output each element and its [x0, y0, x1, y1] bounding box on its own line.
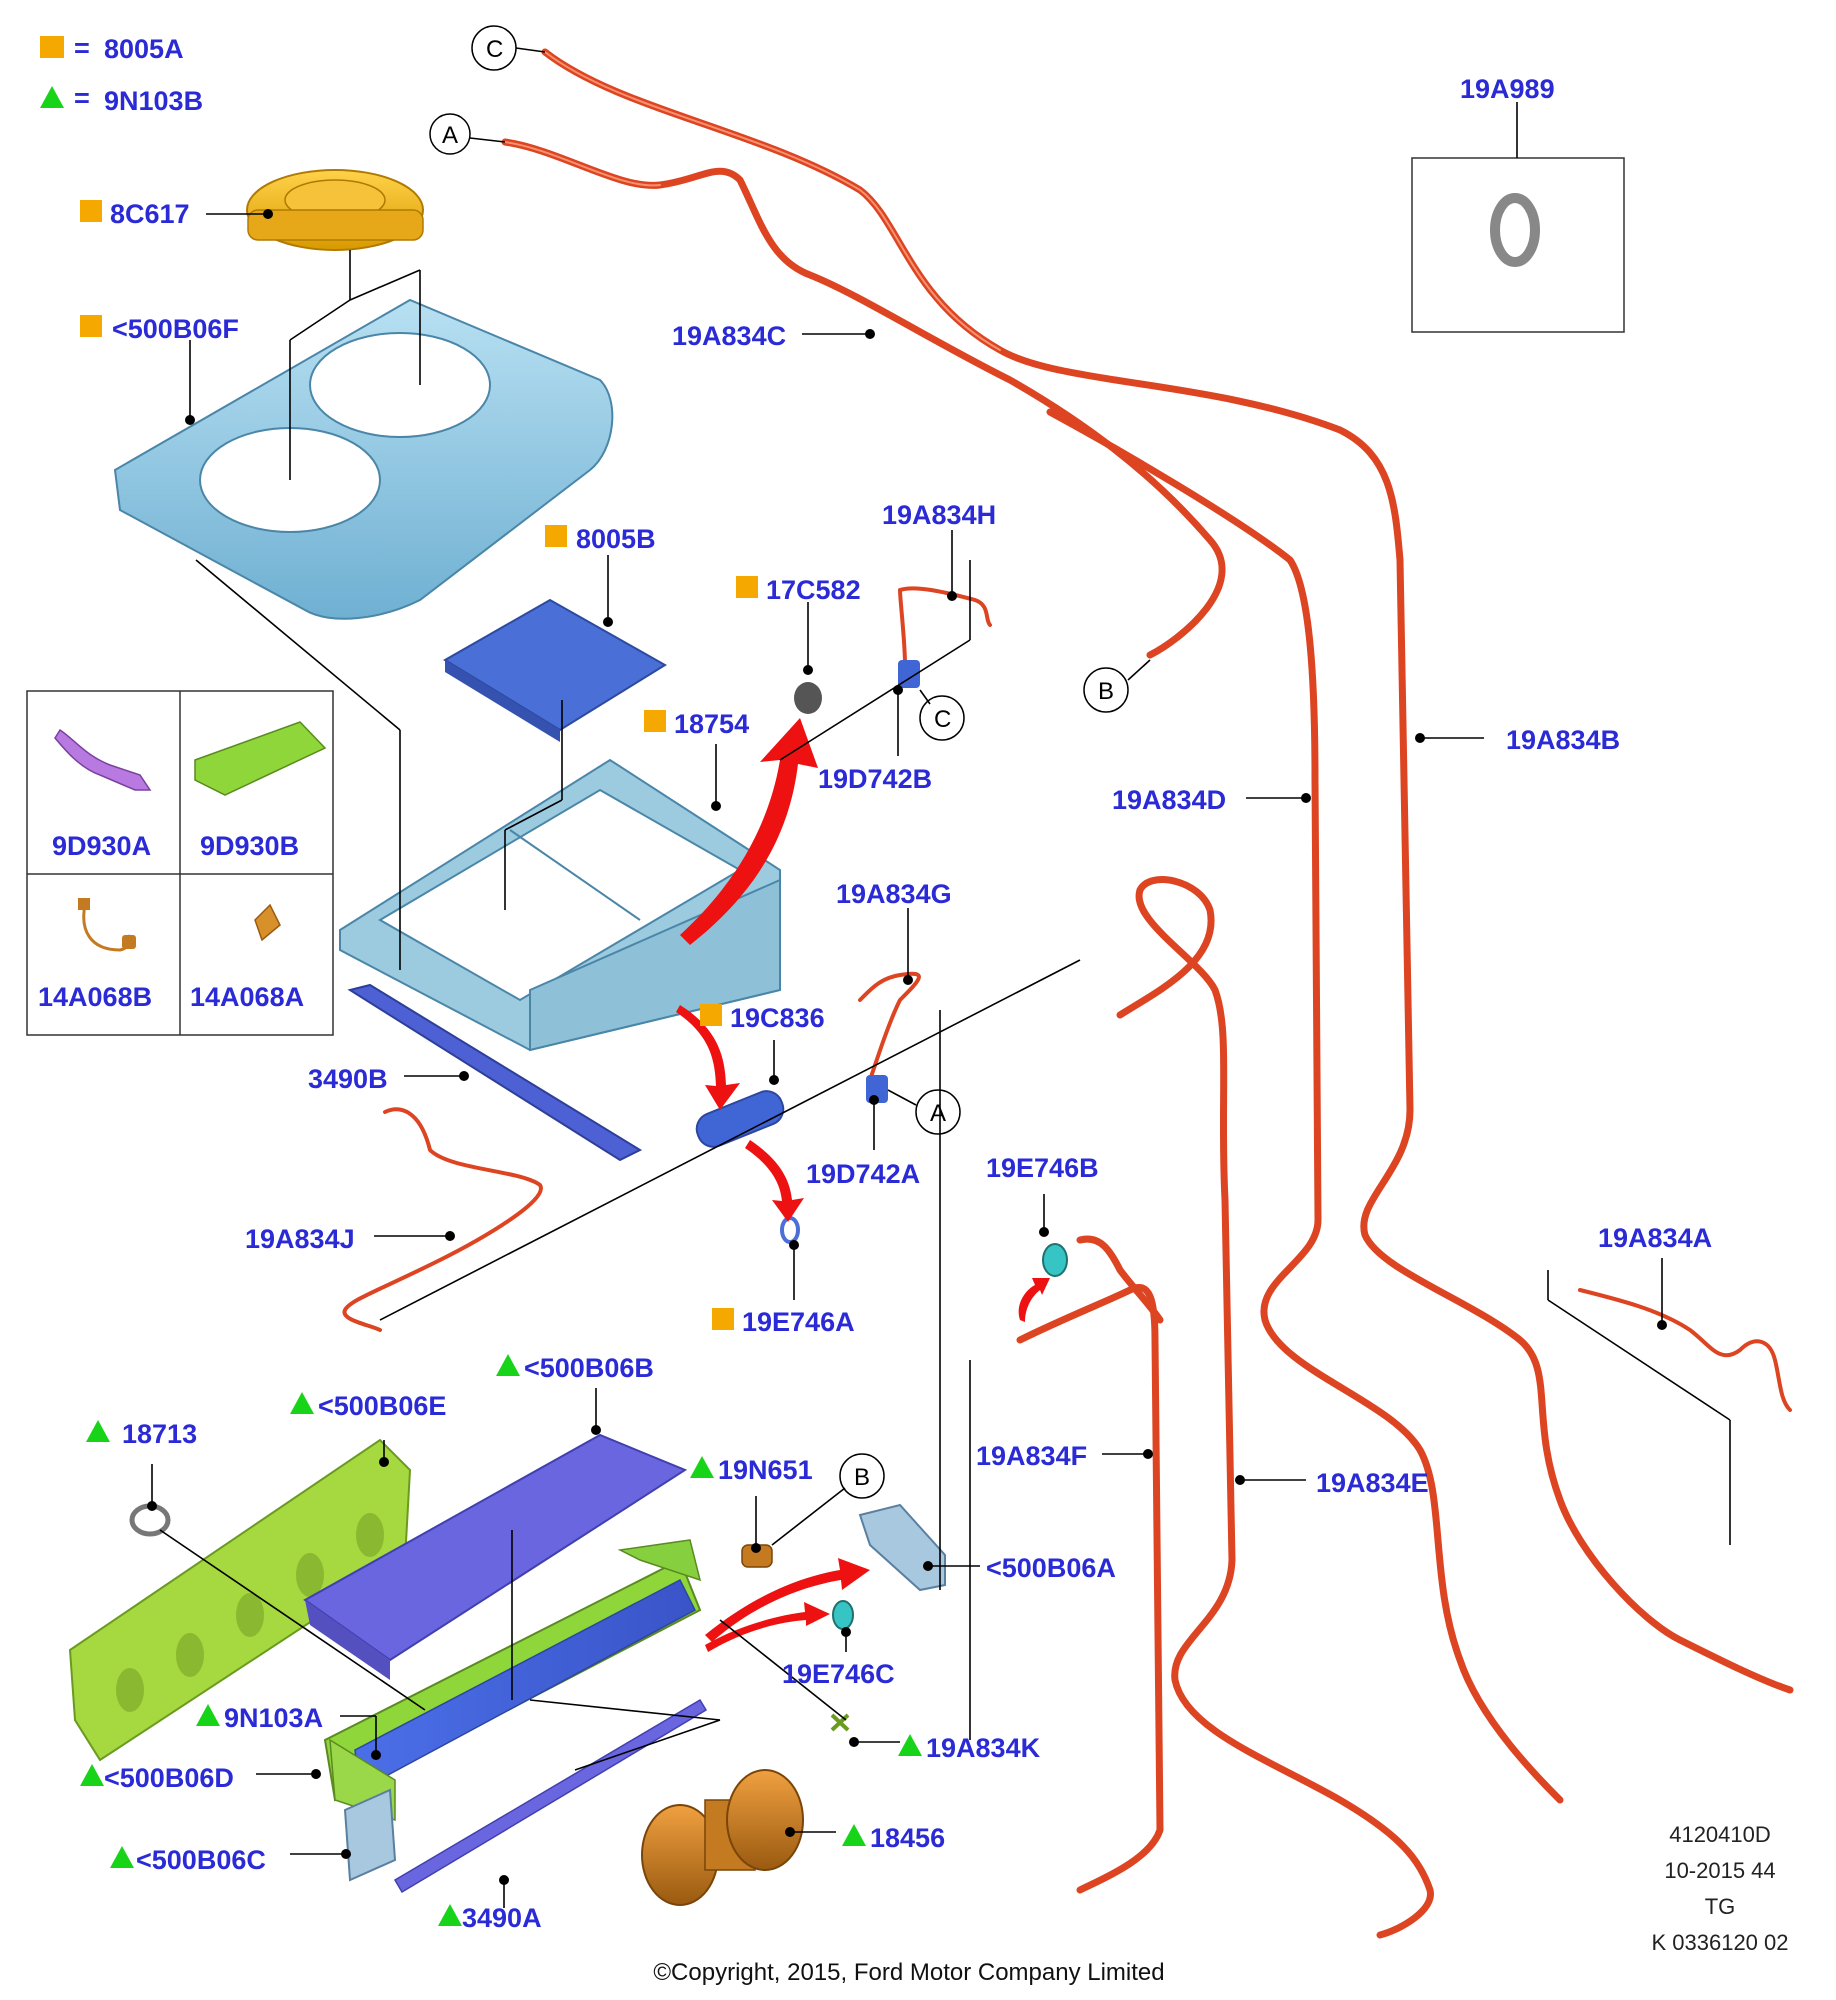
part-3490B-rail	[347, 983, 643, 1162]
label-9N103A: 9N103A	[224, 1703, 323, 1733]
green-triangle-marker	[40, 86, 64, 108]
drawing-reference: K 0336120 02	[1651, 1930, 1788, 1955]
hose-19A834G	[858, 971, 921, 1082]
hose-19A834C	[501, 138, 1226, 659]
part-labels: 8C617 <500B06F 8005B 17C582 19A834H 19A8…	[80, 74, 1712, 1933]
rail-3490A-icon	[393, 1698, 708, 1894]
inset-label-9D930B: 9D930B	[200, 831, 299, 861]
connector-9D930B-icon	[194, 721, 327, 796]
callout-a-mid: A	[930, 1100, 946, 1127]
callout-c-mid: C	[934, 706, 951, 733]
legend-orange-code: 8005A	[104, 34, 184, 64]
part-8005B-filter	[443, 598, 667, 742]
bracket-500B06A-icon	[858, 1503, 946, 1592]
label-8005B: 8005B	[576, 524, 656, 554]
grommet-17C582-icon	[794, 682, 822, 714]
label-19D742B: 19D742B	[818, 764, 932, 794]
label-500B06E: <500B06E	[318, 1391, 446, 1421]
leader-lines	[147, 209, 1731, 1908]
clip-19E746A-icon	[780, 1216, 800, 1244]
legend-equals-2: =	[74, 83, 90, 113]
label-19C836: 19C836	[730, 1003, 825, 1033]
inset-label-14A068A: 14A068A	[190, 982, 304, 1012]
label-19E746B: 19E746B	[986, 1153, 1099, 1183]
hose-19A834F	[1016, 1235, 1164, 1894]
callout-c-top: C	[486, 36, 503, 63]
callout-circle-a-top	[429, 113, 471, 155]
label-19A834E: 19A834E	[1316, 1468, 1429, 1498]
clip-19E746B-icon	[1042, 1243, 1068, 1277]
callout-circle-b-low	[839, 1453, 885, 1499]
legend-green-code: 9N103B	[104, 86, 203, 116]
label-18754: 18754	[674, 709, 749, 739]
label-19E746C: 19E746C	[782, 1659, 895, 1689]
part-18456-motor	[641, 1769, 804, 1906]
label-500B06A: <500B06A	[986, 1553, 1116, 1583]
label-19A834G: 19A834G	[836, 879, 952, 909]
callout-b-low: B	[854, 1464, 870, 1491]
part-500B06B-foam	[303, 1433, 688, 1680]
o-ring-icon	[1490, 193, 1540, 267]
inset-19A989	[1411, 102, 1625, 333]
drawing-date: 10-2015 44	[1664, 1858, 1775, 1883]
part-19C836-filter	[695, 1090, 785, 1148]
hose-19A834E	[1116, 876, 1434, 1939]
label-500B06B: <500B06B	[524, 1353, 654, 1383]
callout-circle-b-right	[1083, 667, 1129, 713]
callout-a-top: A	[442, 122, 458, 149]
label-500B06C: <500B06C	[136, 1845, 266, 1875]
hose-19A834H	[898, 586, 992, 667]
label-19A834B: 19A834B	[1506, 725, 1620, 755]
callout-circle-a-mid	[915, 1089, 961, 1135]
hose-19A834D	[1046, 408, 1564, 1804]
label-19N651: 19N651	[718, 1455, 813, 1485]
hose-19A834J	[342, 1107, 543, 1332]
label-19A834K: 19A834K	[926, 1733, 1041, 1763]
label-3490A: 3490A	[462, 1903, 542, 1933]
label-19A834F: 19A834F	[976, 1441, 1087, 1471]
part-8C617-cap	[246, 169, 424, 251]
label-18456: 18456	[870, 1823, 945, 1853]
label-19A834C: 19A834C	[672, 321, 786, 351]
drawing-number: 4120410D	[1669, 1822, 1771, 1847]
callout-b-right: B	[1098, 678, 1114, 705]
hose-19A834B	[541, 48, 1794, 1694]
clip-19E746C-icon	[832, 1600, 854, 1630]
label-19A834H: 19A834H	[882, 500, 996, 530]
part-500B06F-housing-top	[113, 250, 614, 620]
inset-label-9D930A: 9D930A	[52, 831, 151, 861]
label-18713: 18713	[122, 1419, 197, 1449]
part-18754-frame	[339, 758, 781, 1052]
label-17C582: 17C582	[766, 575, 861, 605]
label-19D742A: 19D742A	[806, 1159, 920, 1189]
label-19A834A: 19A834A	[1598, 1223, 1712, 1253]
label-8C617: 8C617	[110, 199, 190, 229]
move-arrows	[676, 718, 1050, 1652]
drawing-initials: TG	[1705, 1894, 1736, 1919]
connector-inset-grid: 9D930A 9D930B 14A068B 14A068A	[26, 690, 334, 1036]
label-3490B: 3490B	[308, 1064, 388, 1094]
callout-circle-c-mid	[919, 695, 965, 741]
label-500B06D: <500B06D	[104, 1763, 234, 1793]
label-19A989: 19A989	[1460, 74, 1555, 104]
copyright-notice: ©Copyright, 2015, Ford Motor Company Lim…	[653, 1959, 1164, 1986]
legend-equals-1: =	[74, 33, 90, 63]
connector-9D930A-icon	[54, 728, 152, 791]
label-19A834D: 19A834D	[1112, 785, 1226, 815]
connector-19D742B-icon	[898, 660, 920, 688]
hose-19A834A	[1578, 1288, 1792, 1412]
connector-14A068A-icon	[254, 903, 281, 942]
legend: = 8005A = 9N103B	[40, 33, 203, 116]
inset-label-14A068B: 14A068B	[38, 982, 152, 1012]
label-19A834J: 19A834J	[245, 1224, 355, 1254]
drawing-info-block: 4120410D 10-2015 44 TG K 0336120 02	[1651, 1822, 1788, 1955]
label-19E746A: 19E746A	[742, 1307, 855, 1337]
label-500B06F: <500B06F	[112, 314, 239, 344]
callout-circles: C A B C A B	[429, 25, 1151, 1546]
tie-19A834K-icon	[830, 1713, 850, 1732]
orange-square-marker	[40, 36, 64, 58]
